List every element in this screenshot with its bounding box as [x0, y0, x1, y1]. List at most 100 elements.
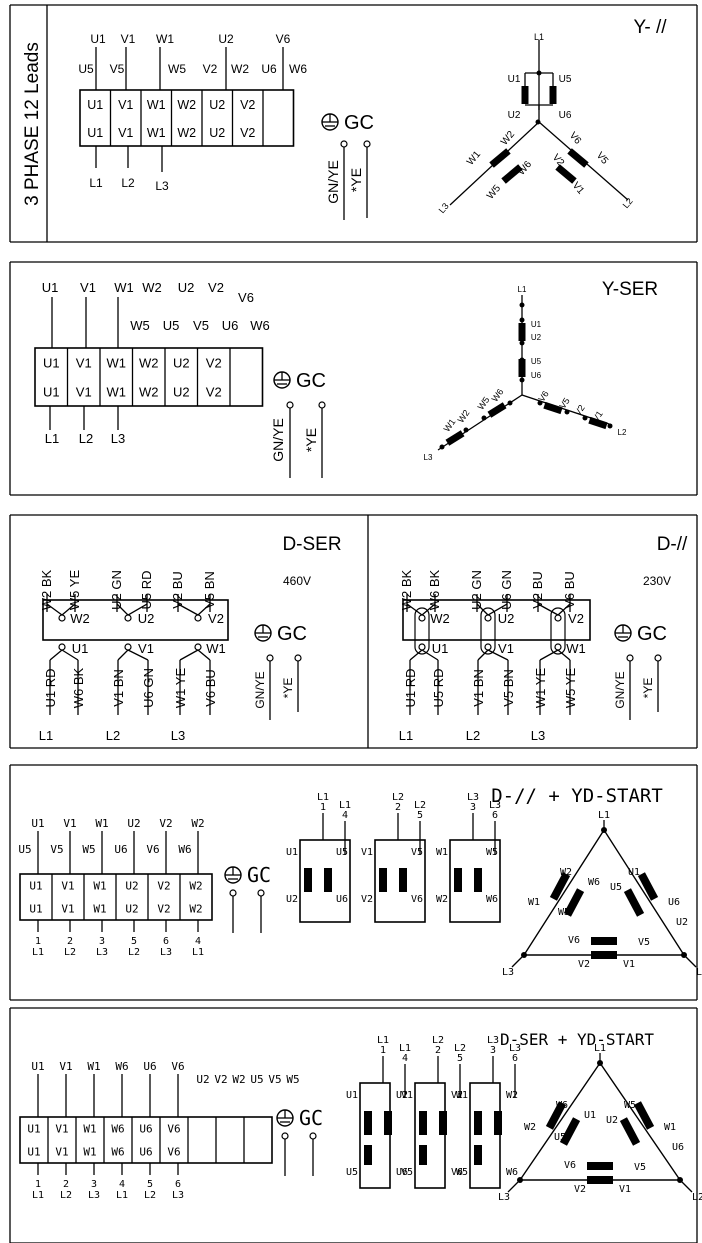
wire — [476, 603, 489, 616]
lead-number: 2 — [63, 1179, 69, 1190]
coil-label: V2 — [361, 894, 373, 905]
ground-label: GC — [247, 863, 271, 887]
winding-coil — [439, 1111, 447, 1135]
terminal-label: U2 — [125, 903, 138, 916]
lead-color-label: V5 BN — [501, 669, 516, 707]
terminal-label: V2 — [208, 611, 224, 626]
coil-label: W6 — [588, 877, 600, 888]
winding-coil — [474, 868, 482, 892]
winding-coil — [587, 1162, 613, 1170]
junction-dot — [582, 415, 588, 421]
lead-number: 1 — [320, 802, 326, 813]
terminal-ring — [266, 654, 274, 662]
line-label: L1 — [594, 1043, 606, 1054]
line-label: L2 — [621, 196, 635, 210]
gnye-label: GN/YE — [325, 160, 341, 204]
lead-number: 4 — [119, 1179, 125, 1190]
line-label: L3 — [498, 1192, 510, 1203]
terminal-label: W2 — [177, 98, 196, 112]
coil-label: V1 — [361, 847, 373, 858]
line-label: L1 — [518, 285, 527, 294]
line-label: L2 — [618, 428, 627, 437]
terminal-label: W6 — [111, 1123, 124, 1136]
coil-label: W6 — [506, 1167, 518, 1178]
lead-label: W1 — [87, 1060, 100, 1073]
panel-title: D-SER — [282, 534, 341, 555]
terminal-label: V2 — [240, 98, 255, 112]
ye-label: *YE — [348, 168, 364, 192]
lead-color-label: W6 BK — [71, 667, 86, 708]
terminal-ring — [257, 889, 265, 897]
gnye-label: GN/YE — [613, 671, 627, 708]
winding-coil — [454, 868, 462, 892]
lead-color-label: U1 RD — [403, 668, 418, 707]
terminal-label: W1 — [83, 1146, 96, 1159]
lead-label: V5 — [50, 843, 63, 856]
terminal-label: U2 — [173, 385, 190, 400]
terminal-ring — [124, 643, 132, 651]
junction-dot — [463, 427, 469, 433]
coil-label: U1 — [286, 847, 298, 858]
wire — [406, 603, 423, 616]
side-title: 3 PHASE 12 Leads — [22, 42, 43, 206]
lead-label: V6 — [238, 290, 254, 305]
lead-color-label: W1 YE — [173, 668, 188, 709]
terminal-ring — [484, 614, 492, 622]
lead-number: 3 — [99, 936, 105, 947]
coil-frame — [299, 839, 351, 923]
wire — [127, 603, 148, 616]
wire — [557, 603, 571, 616]
lead-number: 3 — [490, 1045, 496, 1056]
ground-label: GC — [277, 623, 307, 645]
lead-label: V6 — [146, 843, 159, 856]
coil-label: W6 — [490, 387, 506, 404]
lead-number: 6 — [175, 1179, 181, 1190]
winding-coil — [623, 888, 645, 917]
line-label: L2 — [121, 176, 135, 190]
coil-label: U6 — [668, 897, 680, 908]
terminal-label: W2 — [430, 611, 450, 626]
line-label: L1 — [89, 176, 103, 190]
winding-coil — [489, 148, 511, 168]
terminal-label: U1 — [29, 903, 42, 916]
line-label: L2 — [696, 967, 702, 978]
lead-label: V1 — [63, 817, 76, 830]
terminal-label: W1 — [147, 98, 166, 112]
line-label: L1 — [598, 810, 610, 821]
terminal-ring — [554, 643, 562, 651]
link-bar — [480, 607, 496, 655]
lead-color-label: V1 BN — [471, 669, 486, 707]
junction-dot — [519, 340, 525, 346]
terminal-label: W1 — [107, 385, 127, 400]
wire — [46, 603, 63, 616]
line-label: L3 — [111, 431, 125, 446]
coil-label: U1 — [346, 1090, 358, 1101]
terminal-label: W1 — [93, 880, 106, 893]
lead-label: U2 — [178, 280, 195, 295]
winding-coil — [591, 937, 617, 945]
junction-dot — [507, 400, 513, 406]
terminal-label: V1 — [61, 903, 74, 916]
lead-label: U5 — [250, 1073, 263, 1086]
terminal-label: U2 — [173, 356, 190, 371]
panel-title: D-SER + YD-START — [500, 1030, 654, 1049]
lead-color-label: W5 YE — [563, 668, 578, 709]
winding-coil — [384, 1111, 392, 1135]
terminal-ring — [309, 1132, 317, 1140]
ground-label: GC — [637, 623, 667, 645]
lead-number: 4 — [402, 1053, 408, 1064]
winding-coil — [518, 359, 526, 377]
junction-dot — [677, 1177, 683, 1183]
lead-label: W6 — [250, 318, 270, 333]
terminal-label: U1 — [72, 641, 89, 656]
lead-label: V2 — [159, 817, 172, 830]
wire — [116, 603, 129, 616]
triangle-outline — [522, 828, 686, 956]
line-label: L2 — [454, 1043, 466, 1054]
ground-label: GC — [344, 112, 374, 134]
terminal-label: U1 — [27, 1146, 40, 1159]
coil-label: U5 — [346, 1167, 358, 1178]
